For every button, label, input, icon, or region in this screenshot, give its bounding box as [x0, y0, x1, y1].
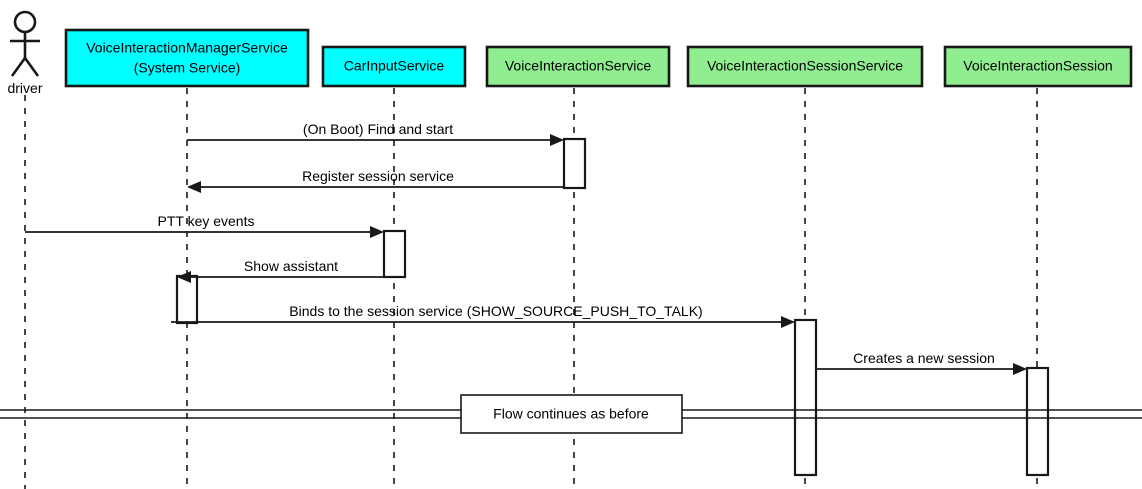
activation-bar-carinput: [382, 229, 407, 279]
actor-right-leg-icon: [23, 57, 40, 77]
participant-viss[interactable]: VoiceInteractionSessionService: [686, 45, 924, 88]
activation-bar-vis: [562, 137, 587, 190]
participant-box-vims[interactable]: [64, 28, 310, 88]
actor-head-icon: [13, 10, 37, 34]
participant-carinput[interactable]: CarInputService: [321, 45, 467, 88]
participant-label-session: VoiceInteractionSession: [963, 58, 1112, 74]
activation-bar-viss: [793, 318, 818, 477]
actor-left-leg-icon: [10, 57, 27, 77]
divider-label-box: [460, 394, 683, 434]
divider-flow-continues: Flow continues as before: [0, 394, 1142, 434]
message-show-assistant[interactable]: Show assistant: [177, 258, 384, 283]
message-label-4: Show assistant: [244, 258, 338, 274]
participant-vis[interactable]: VoiceInteractionService: [485, 45, 671, 88]
message-arrowhead-3: [370, 226, 384, 238]
message-arrowhead-6: [1013, 363, 1027, 375]
message-arrowhead-4: [177, 271, 191, 283]
message-arrowhead-1: [550, 134, 564, 146]
participant-vims[interactable]: VoiceInteractionManagerService (System S…: [64, 28, 310, 88]
participant-label-carinput: CarInputService: [344, 58, 445, 74]
participant-box-viss[interactable]: [686, 45, 924, 88]
participant-label-vis: VoiceInteractionService: [505, 58, 652, 74]
message-binds-to-session-service[interactable]: Binds to the session service (SHOW_SOURC…: [171, 303, 795, 328]
activation-bar-session: [1025, 366, 1050, 477]
participant-box-session[interactable]: [943, 45, 1133, 88]
activation-bar-vims: [175, 274, 199, 325]
message-label-6: Creates a new session: [853, 350, 995, 366]
message-on-boot-find-and-start[interactable]: (On Boot) Find and start: [187, 121, 564, 146]
message-register-session-service[interactable]: Register session service: [187, 168, 564, 193]
message-creates-a-new-session[interactable]: Creates a new session: [816, 350, 1027, 375]
actor-driver[interactable]: driver: [7, 10, 43, 96]
message-arrowhead-2: [187, 181, 201, 193]
participant-box-vis[interactable]: [485, 45, 671, 88]
divider-label-text: Flow continues as before: [493, 406, 649, 422]
message-label-2: Register session service: [302, 168, 454, 184]
participant-label-vims-line2: (System Service): [134, 60, 241, 76]
message-arrowhead-5: [781, 316, 795, 328]
message-label-1: (On Boot) Find and start: [303, 121, 453, 137]
actor-label-driver: driver: [7, 80, 42, 96]
participant-label-viss: VoiceInteractionSessionService: [707, 58, 903, 74]
message-label-3: PTT key events: [157, 213, 254, 229]
participant-label-vims-line1: VoiceInteractionManagerService: [86, 40, 288, 56]
activation-bars-group: [175, 137, 1050, 477]
participant-session[interactable]: VoiceInteractionSession: [943, 45, 1133, 88]
message-label-5: Binds to the session service (SHOW_SOURC…: [289, 303, 702, 319]
message-ptt-key-events[interactable]: PTT key events: [25, 213, 384, 238]
participant-box-carinput[interactable]: [321, 45, 467, 88]
